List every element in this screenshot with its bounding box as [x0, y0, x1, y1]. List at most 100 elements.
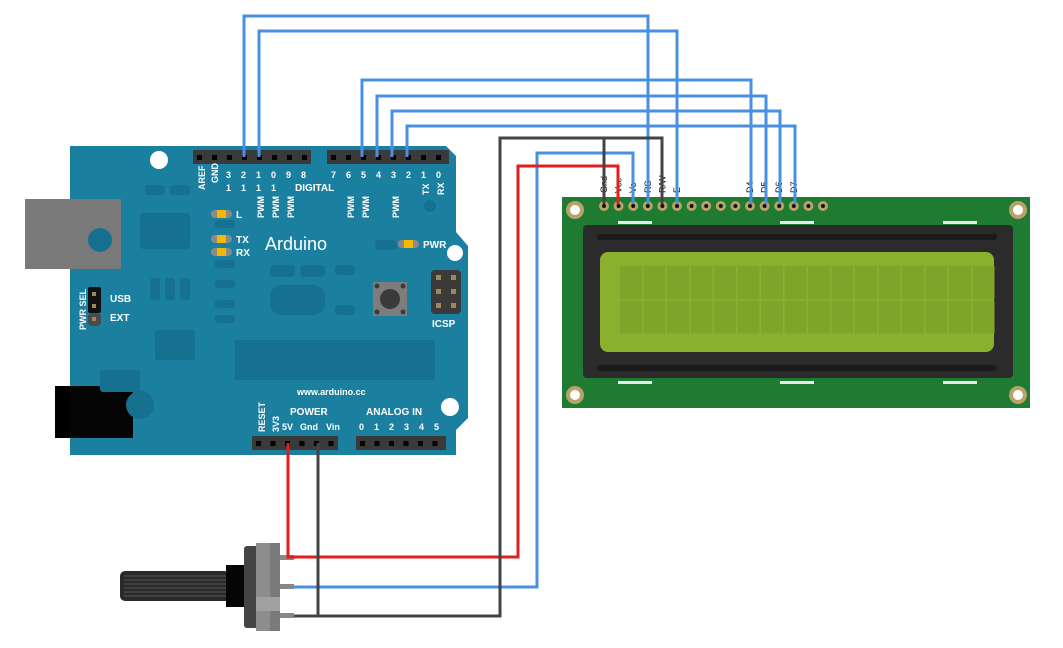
header-socket	[299, 441, 305, 446]
analog-pin-label: 1	[374, 422, 379, 432]
svg-text:RX: RX	[236, 248, 250, 259]
header-socket	[389, 441, 394, 446]
wire-d3-d6	[390, 109, 782, 204]
power-header	[252, 436, 338, 450]
board-details	[88, 185, 436, 419]
gnd-label: GND	[210, 163, 220, 184]
3v3-label: 3V3	[271, 416, 281, 432]
pin-tens-label: 1	[226, 183, 231, 193]
wire-rw-gnd	[600, 136, 664, 204]
mounting-hole	[150, 151, 168, 169]
pwm-label: PWM	[391, 196, 401, 218]
lcd-pin-hole	[675, 204, 679, 208]
header-socket	[391, 155, 396, 160]
lcd-char-cell	[902, 266, 924, 299]
lcd-char-cell	[667, 300, 689, 334]
header-socket	[287, 155, 292, 160]
lcd-char-cell	[831, 300, 854, 334]
digital-header-high	[193, 150, 311, 164]
tx-pin-label: TX	[421, 183, 431, 195]
5v-label: 5V	[282, 422, 293, 432]
ext-label: EXT	[110, 313, 129, 324]
aref-label: AREF	[197, 165, 207, 190]
header-socket	[257, 155, 262, 160]
lcd-char-cell	[737, 300, 760, 334]
pin-label: 3	[391, 170, 396, 180]
lcd-char-cell	[667, 266, 689, 299]
rx-pin-label: RX	[436, 182, 446, 195]
header-socket	[346, 155, 351, 160]
analog-pin-label: 3	[404, 422, 409, 432]
header-socket	[328, 441, 334, 446]
header-socket	[418, 441, 423, 446]
header-socket	[331, 155, 336, 160]
svg-text:PWR SEL: PWR SEL	[78, 288, 88, 330]
lcd-char-cell	[784, 300, 807, 334]
power-select-jumper[interactable]: PWR SEL USB EXT	[78, 287, 131, 330]
lcd-pin-hole	[762, 204, 767, 208]
vin-label: Vin	[326, 422, 340, 432]
url-label: www.arduino.cc	[296, 387, 366, 397]
lcd-pin-hole	[733, 204, 738, 208]
lcd-char-cell	[808, 266, 830, 299]
lcd-char-cell	[949, 300, 971, 334]
pin-label: 4	[376, 170, 381, 180]
pwm-label: PWM	[271, 196, 281, 218]
svg-text:L: L	[236, 210, 242, 221]
pin-label: 9	[286, 170, 291, 180]
reset-button[interactable]	[373, 282, 407, 316]
lcd-char-cell	[925, 300, 948, 334]
led-rx: RX	[211, 248, 250, 259]
mounting-hole	[447, 245, 463, 261]
pwm-label: PWM	[286, 196, 296, 218]
wire-pot-vo	[294, 151, 635, 589]
pin-label: 2	[406, 170, 411, 180]
pwm-label: PWM	[346, 196, 356, 218]
lcd-char-cell	[855, 300, 877, 334]
lcd-pin-hole	[748, 204, 752, 208]
header-socket	[270, 441, 276, 446]
usb-label: USB	[110, 294, 131, 305]
svg-text:PWR: PWR	[423, 240, 447, 251]
lcd-char-cell	[737, 266, 760, 299]
pin-label: 2	[241, 170, 246, 180]
lcd-pin-hole	[631, 204, 636, 208]
analog-pin-label: 4	[419, 422, 424, 432]
pot-pin	[280, 584, 294, 589]
lcd-char-cell	[972, 266, 995, 299]
lcd-pin-hole	[791, 204, 796, 208]
lcd-char-cell	[714, 266, 736, 299]
potentiometer[interactable]	[120, 543, 294, 631]
pin-label: 6	[346, 170, 351, 180]
header-socket	[432, 441, 438, 446]
pin-label: 8	[301, 170, 306, 180]
pin-label: 3	[226, 170, 231, 180]
header-socket	[421, 155, 426, 160]
pin-label: 0	[436, 170, 441, 180]
lcd-char-cell	[620, 300, 642, 334]
pin-label: 5	[361, 170, 366, 180]
header-socket	[212, 155, 217, 160]
pin-tens-label: 1	[256, 183, 261, 193]
lcd-char-cell	[949, 266, 971, 299]
arduino-board: AREF GND 3 2 1 0 9 8 1 1 1 1 DIGITAL 7 6…	[25, 146, 468, 455]
lcd-char-cell	[620, 266, 642, 299]
wire-d2-d7	[405, 124, 797, 204]
lcd-pin-hole	[806, 204, 811, 208]
wire-gnd	[316, 136, 606, 618]
lcd-pin-hole	[616, 204, 621, 208]
lcd-pin-hole	[718, 204, 723, 208]
pot-pin	[280, 613, 294, 618]
lcd-char-cell	[902, 300, 924, 334]
lcd-char-cell	[831, 266, 854, 299]
lcd-pin-hole	[689, 204, 694, 208]
lcd-char-cell	[643, 300, 666, 334]
analog-pin-label: 0	[359, 422, 364, 432]
svg-text:TX: TX	[236, 235, 249, 246]
lcd-char-cell	[808, 300, 830, 334]
wire-d4-d5	[375, 94, 768, 204]
header-socket	[406, 155, 411, 160]
header-socket	[360, 441, 365, 446]
icsp-header: 1 ICSP	[431, 270, 461, 330]
header-socket	[272, 155, 277, 160]
